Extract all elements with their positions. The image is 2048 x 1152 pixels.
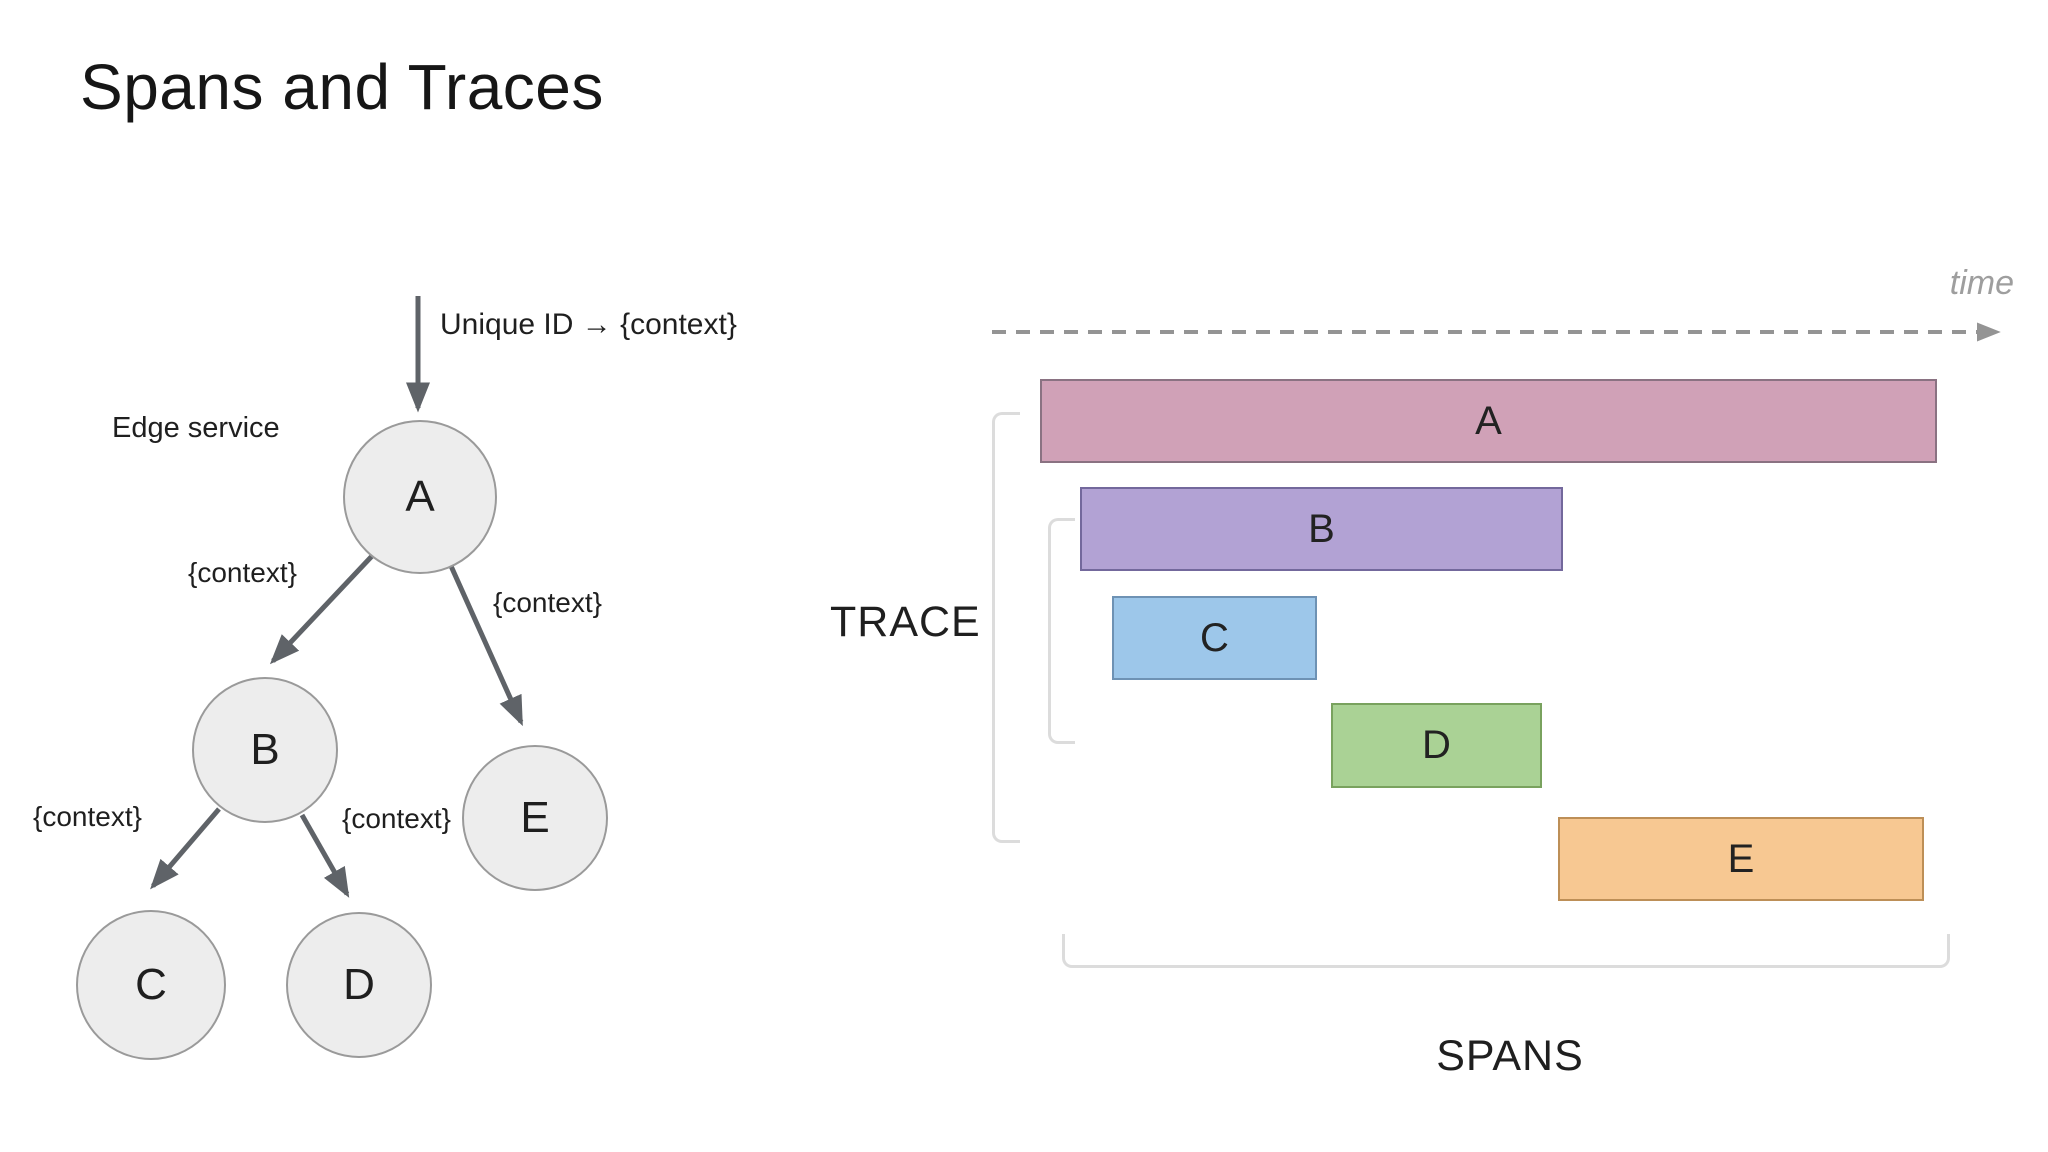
edge-b-to-d-arrow [299,813,350,898]
context-label-a-e: {context} [493,587,602,618]
span-bar-d: D [1331,703,1542,788]
span-bar-d-label: D [1422,723,1451,767]
incoming-edge-label: Unique ID → {context} [440,308,737,341]
span-bar-b-label: B [1308,506,1335,551]
span-bar-a-label: A [1475,398,1502,443]
tree-node-c: C [76,910,226,1060]
trace-inner-bracket [1048,518,1075,744]
tree-node-a-label: A [405,472,435,521]
span-bar-e-label: E [1727,836,1755,881]
spans-bracket [1062,934,1950,968]
trace-outer-bracket [992,412,1020,843]
tree-node-b-label: B [250,725,280,774]
tree-node-d-label: D [343,960,375,1009]
tree-node-b: B [192,677,338,823]
span-bar-c: C [1112,596,1317,680]
tree-node-e: E [462,745,608,891]
spans-label: SPANS [1436,1032,1584,1080]
page-title: Spans and Traces [80,51,604,123]
tree-node-a: A [343,420,497,574]
context-label-b-d: {context} [342,803,451,834]
context-label-a-b: {context} [188,557,297,588]
edge-b-to-c-arrow [150,807,221,890]
span-bar-c-label: C [1200,615,1229,660]
time-axis-label: time [1949,264,2014,302]
span-bar-b: B [1080,487,1563,571]
tree-node-c-label: C [135,960,167,1009]
edge-service-label: Edge service [112,412,280,444]
span-bar-a: A [1040,379,1937,463]
tree-node-e-label: E [520,793,550,842]
context-label-b-c: {context} [33,801,142,832]
span-bar-e: E [1558,817,1924,901]
trace-label: TRACE [830,598,981,646]
tree-node-d: D [286,912,432,1058]
